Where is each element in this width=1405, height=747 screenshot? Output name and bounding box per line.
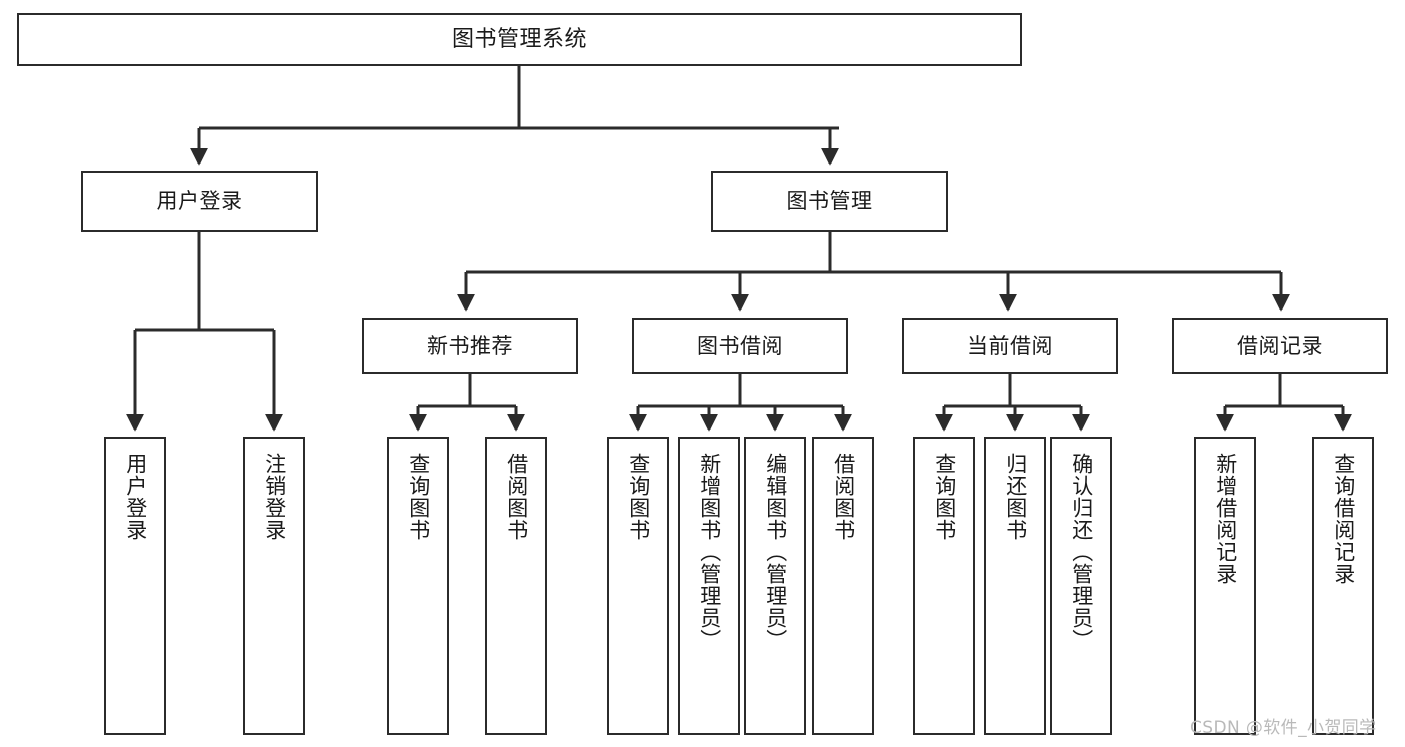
node-book-manage[interactable]: 图书管理: [711, 171, 948, 232]
node-leaf-add-book-label: 新增图书（管理员）: [697, 453, 722, 651]
node-leaf-borrow-book-2[interactable]: 借阅图书: [812, 437, 874, 735]
node-leaf-borrow-book-2-label: 借阅图书: [831, 453, 856, 541]
node-book-borrow-label: 图书借阅: [697, 333, 783, 358]
node-leaf-query-book-3[interactable]: 查询图书: [913, 437, 975, 735]
node-leaf-query-record-label: 查询借阅记录: [1331, 453, 1356, 585]
node-borrow-record[interactable]: 借阅记录: [1172, 318, 1388, 374]
node-leaf-logout-login-label: 注销登录: [262, 453, 287, 541]
node-leaf-add-record-label: 新增借阅记录: [1213, 453, 1238, 585]
node-leaf-query-book-3-label: 查询图书: [932, 453, 957, 541]
node-leaf-confirm-return-label: 确认归还（管理员）: [1069, 453, 1094, 651]
node-leaf-user-login-label: 用户登录: [123, 453, 148, 541]
node-leaf-add-book[interactable]: 新增图书（管理员）: [678, 437, 740, 735]
node-leaf-return-book[interactable]: 归还图书: [984, 437, 1046, 735]
node-leaf-confirm-return[interactable]: 确认归还（管理员）: [1050, 437, 1112, 735]
node-book-manage-label: 图书管理: [786, 189, 873, 214]
node-new-book-recommend-label: 新书推荐: [427, 333, 513, 358]
node-current-borrow[interactable]: 当前借阅: [902, 318, 1118, 374]
node-leaf-borrow-book-1-label: 借阅图书: [504, 453, 529, 541]
node-leaf-edit-book-label: 编辑图书（管理员）: [763, 453, 788, 651]
node-leaf-query-record[interactable]: 查询借阅记录: [1312, 437, 1374, 735]
node-leaf-return-book-label: 归还图书: [1003, 453, 1028, 541]
node-leaf-query-book-1-label: 查询图书: [406, 453, 431, 541]
node-new-book-recommend[interactable]: 新书推荐: [362, 318, 578, 374]
node-leaf-user-login[interactable]: 用户登录: [104, 437, 166, 735]
node-root-label: 图书管理系统: [451, 26, 587, 52]
node-leaf-edit-book[interactable]: 编辑图书（管理员）: [744, 437, 806, 735]
node-root[interactable]: 图书管理系统: [17, 13, 1022, 66]
node-borrow-record-label: 借阅记录: [1237, 333, 1323, 358]
node-leaf-logout-login[interactable]: 注销登录: [243, 437, 305, 735]
node-user-login[interactable]: 用户登录: [81, 171, 318, 232]
node-leaf-query-book-2[interactable]: 查询图书: [607, 437, 669, 735]
node-leaf-add-record[interactable]: 新增借阅记录: [1194, 437, 1256, 735]
node-leaf-query-book-2-label: 查询图书: [626, 453, 651, 541]
csdn-watermark: CSDN @软件_小贺同学: [1190, 718, 1377, 738]
node-book-borrow[interactable]: 图书借阅: [632, 318, 848, 374]
node-current-borrow-label: 当前借阅: [967, 333, 1053, 358]
node-leaf-query-book-1[interactable]: 查询图书: [387, 437, 449, 735]
node-user-login-label: 用户登录: [156, 189, 243, 214]
node-leaf-borrow-book-1[interactable]: 借阅图书: [485, 437, 547, 735]
